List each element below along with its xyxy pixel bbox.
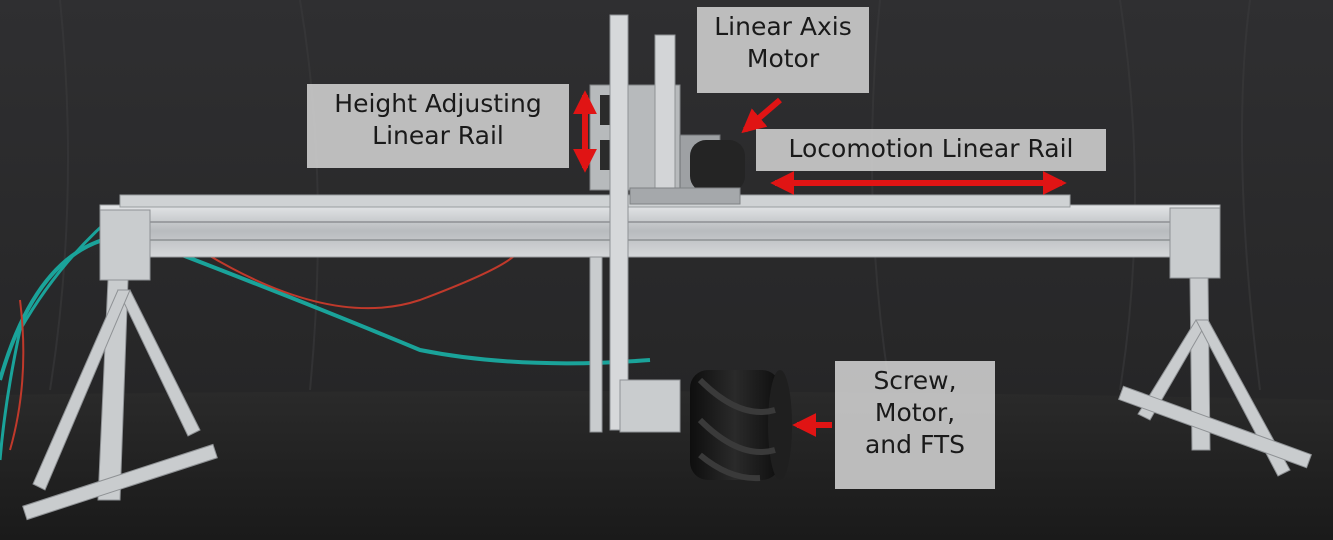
label-line: Height Adjusting [334, 89, 542, 118]
teal-cable-left [0, 208, 121, 461]
label-line: Screw, [873, 366, 957, 395]
floor [0, 391, 1333, 540]
teal-cable [0, 232, 651, 381]
backdrop-folds [49, 0, 1261, 391]
label-line: Locomotion Linear Rail [788, 134, 1074, 163]
label-screw-motor-fts: Screw, Motor, and FTS [835, 361, 995, 489]
red-cable-left [9, 299, 25, 451]
label-line: Linear Rail [372, 121, 504, 150]
label-line: Motor, [874, 398, 956, 427]
red-cable [199, 249, 516, 310]
label-height-adjusting-linear-rail: Height Adjusting Linear Rail [307, 84, 569, 168]
label-line: Linear Axis [714, 12, 852, 41]
motor-arrow [741, 97, 782, 134]
label-line: and FTS [864, 430, 966, 459]
height-rail-rod [609, 14, 629, 431]
label-linear-axis-motor: Linear Axis Motor [697, 7, 869, 93]
left-leg [22, 209, 218, 521]
locomotion-rail [119, 194, 1071, 208]
screw-drum [690, 370, 792, 482]
right-leg [1117, 207, 1313, 477]
linear-axis-motor-body [690, 140, 745, 192]
screw-mount-bracket [619, 379, 681, 433]
center-post [589, 256, 603, 433]
main-beam [99, 204, 1221, 258]
label-line: Motor [746, 44, 820, 73]
label-locomotion-linear-rail: Locomotion Linear Rail [756, 129, 1106, 171]
